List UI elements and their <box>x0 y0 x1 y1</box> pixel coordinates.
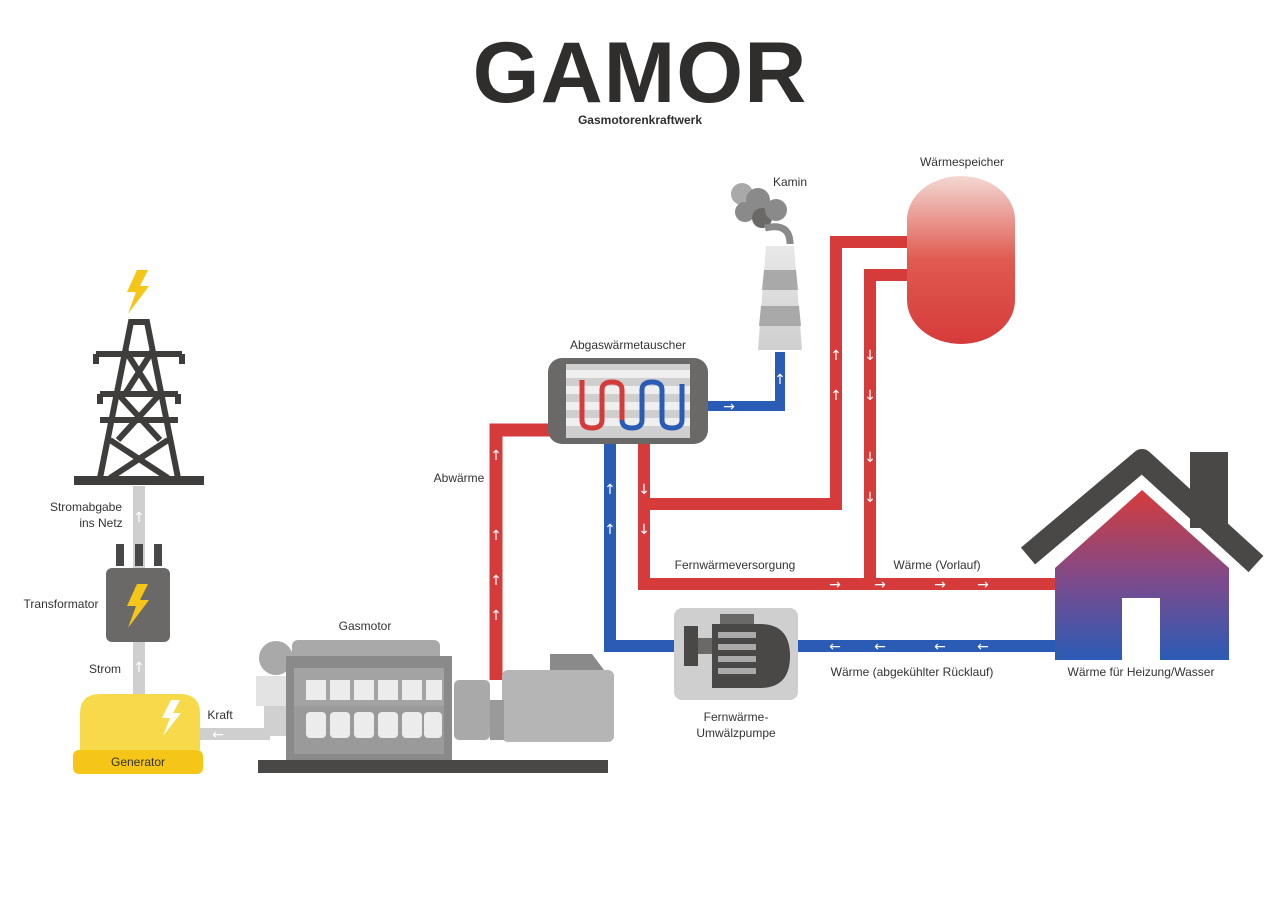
circulation-pump-icon <box>674 608 798 700</box>
label-fernwaermeversorgung: Fernwärmeversorgung <box>675 558 796 572</box>
arrow-up-icon: ↑ <box>830 348 842 364</box>
line-strom <box>133 640 145 696</box>
transformer-icon <box>106 544 170 642</box>
pipe-to-tank <box>644 236 910 510</box>
label-stromabgabe-2: ins Netz <box>79 516 122 530</box>
house-icon <box>1020 449 1264 660</box>
pipe-from-tank <box>864 269 910 584</box>
heat-storage-tank-icon <box>907 176 1015 344</box>
arrow-up-icon: ↑ <box>774 372 786 388</box>
arrow-up-icon: ↑ <box>490 573 502 589</box>
arrow-up-icon: ↑ <box>490 448 502 464</box>
flow-arrows: ↑ ↑ ↑ ↑ → ↑ ↑ ↑ ↓ ↓ ↓ ↓ ↓ ↓ ↑ ↑ → → → → … <box>133 348 989 743</box>
arrow-up-icon: ↑ <box>604 482 616 498</box>
line-kraft <box>200 728 270 740</box>
label-kamin: Kamin <box>773 175 807 189</box>
heat-exchanger-icon <box>548 358 708 444</box>
arrow-up-icon: ↑ <box>490 608 502 624</box>
arrow-down-icon: ↓ <box>638 522 650 538</box>
arrow-left-icon: ← <box>829 639 841 655</box>
arrow-left-icon: ← <box>977 639 989 655</box>
arrow-right-icon: → <box>977 577 989 593</box>
arrow-down-icon: ↓ <box>864 388 876 404</box>
label-waermespeicher: Wärmespeicher <box>920 155 1004 169</box>
arrow-up-icon: ↑ <box>133 660 145 676</box>
lightning-bolt-icon <box>127 270 149 314</box>
arrow-up-icon: ↑ <box>133 510 145 526</box>
arrow-left-icon: ← <box>212 727 224 743</box>
arrow-right-icon: → <box>829 577 841 593</box>
pipe-ruecklauf-to-exchanger <box>604 442 676 652</box>
arrow-up-icon: ↑ <box>830 388 842 404</box>
page-title: GAMOR <box>473 25 808 121</box>
labels: Kamin Wärmespeicher Abgaswärmetauscher A… <box>24 155 1215 769</box>
pipe-abwaerme <box>489 423 552 680</box>
arrow-left-icon: ← <box>874 639 886 655</box>
label-pumpe-1: Fernwärme- <box>704 710 769 724</box>
arrow-down-icon: ↓ <box>864 450 876 466</box>
pipe-fernwaerme-vorlauf <box>638 442 1055 590</box>
pylon-icon <box>74 270 204 485</box>
arrow-right-icon: → <box>723 399 735 415</box>
lightning-bolt-icon <box>127 584 149 628</box>
arrow-right-icon: → <box>874 577 886 593</box>
chimney-icon <box>731 183 802 350</box>
label-waerme-ruecklauf: Wärme (abgekühlter Rücklauf) <box>831 665 994 679</box>
label-stromabgabe-1: Stromabgabe <box>50 500 122 514</box>
arrow-left-icon: ← <box>934 639 946 655</box>
label-abwaerme: Abwärme <box>434 471 485 485</box>
label-pumpe-2: Umwälzpumpe <box>696 726 776 740</box>
arrow-right-icon: → <box>934 577 946 593</box>
arrow-up-icon: ↑ <box>604 522 616 538</box>
arrow-down-icon: ↓ <box>864 490 876 506</box>
pipe-exhaust <box>706 352 785 411</box>
pipes <box>133 236 1055 740</box>
arrow-down-icon: ↓ <box>864 348 876 364</box>
generator-icon <box>73 694 203 774</box>
label-gasmotor: Gasmotor <box>339 619 392 633</box>
label-waerme-vorlauf: Wärme (Vorlauf) <box>893 558 980 572</box>
arrow-down-icon: ↓ <box>638 482 650 498</box>
label-strom: Strom <box>89 662 121 676</box>
label-waerme-heizung: Wärme für Heizung/Wasser <box>1068 665 1215 679</box>
label-abgaswaermetauscher: Abgaswärmetauscher <box>570 338 686 352</box>
label-transformator: Transformator <box>24 597 99 611</box>
label-generator: Generator <box>111 755 165 769</box>
label-kraft: Kraft <box>207 708 233 722</box>
gas-engine-icon <box>256 640 614 773</box>
arrow-up-icon: ↑ <box>490 528 502 544</box>
lightning-bolt-icon <box>162 700 181 736</box>
page-subtitle: Gasmotorenkraftwerk <box>578 113 702 127</box>
